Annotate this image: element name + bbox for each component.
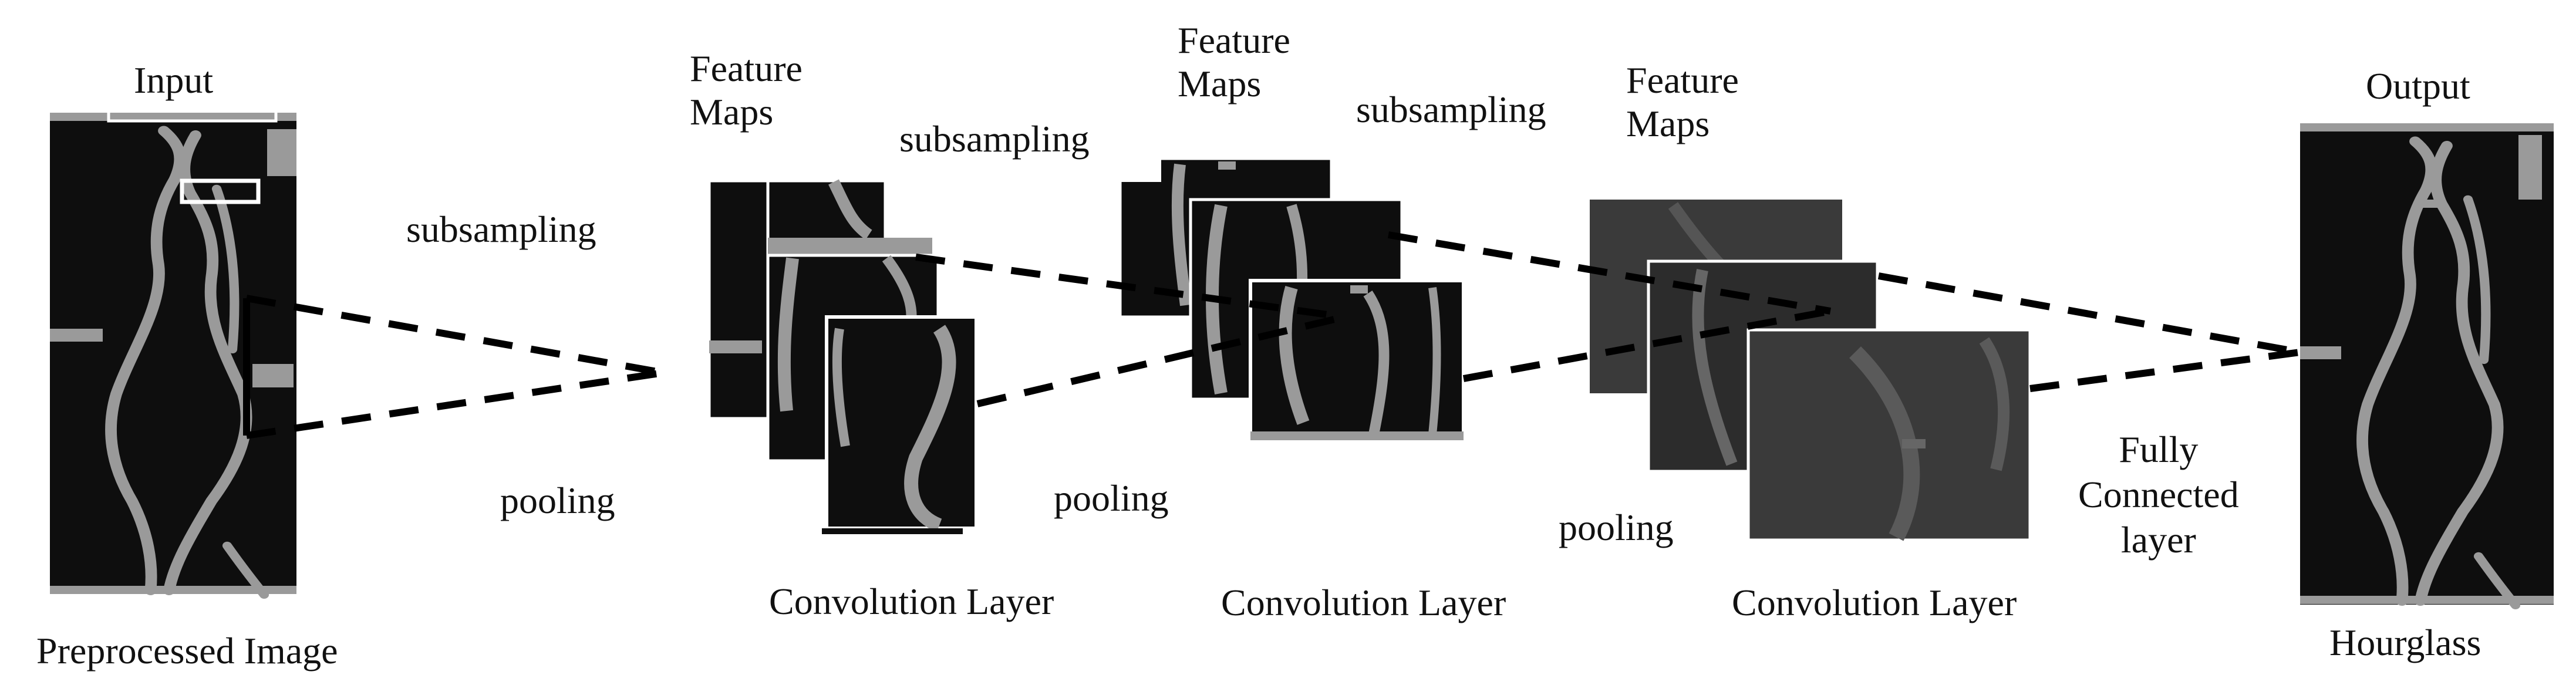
connector-lines [245,231,2301,439]
feature-maps-stack-3 [1590,200,2032,542]
input-image-panel [50,107,296,595]
pooling-label-3: pooling [1559,507,1674,548]
feature-maps-label-3: Feature Maps [1626,59,1739,144]
feature-maps-stack-1 [707,179,978,534]
input-label: Input [134,59,214,101]
pooling-label-2: pooling [1054,477,1169,519]
feature-maps-label-2: Feature Maps [1178,19,1290,104]
subsampling-label-3: subsampling [1356,89,1546,130]
hourglass-label: Hourglass [2329,622,2481,663]
feature-maps-label-1: Feature Maps [690,48,803,133]
subsampling-label-1: subsampling [406,208,596,250]
fully-connected-layer-label: Fully Connected layer [2078,429,2239,561]
pooling-label-1: pooling [500,480,615,521]
subsampling-label-2: subsampling [899,118,1090,160]
convolution-layer-label-2: Convolution Layer [1221,582,1506,623]
convolution-layer-label-3: Convolution Layer [1732,582,2017,623]
preprocessed-image-label: Preprocessed Image [36,630,338,672]
output-label: Output [2366,65,2470,107]
feature-maps-stack-2 [1118,157,1465,442]
convolution-layer-label-1: Convolution Layer [769,581,1054,622]
output-image-panel [2300,123,2554,605]
